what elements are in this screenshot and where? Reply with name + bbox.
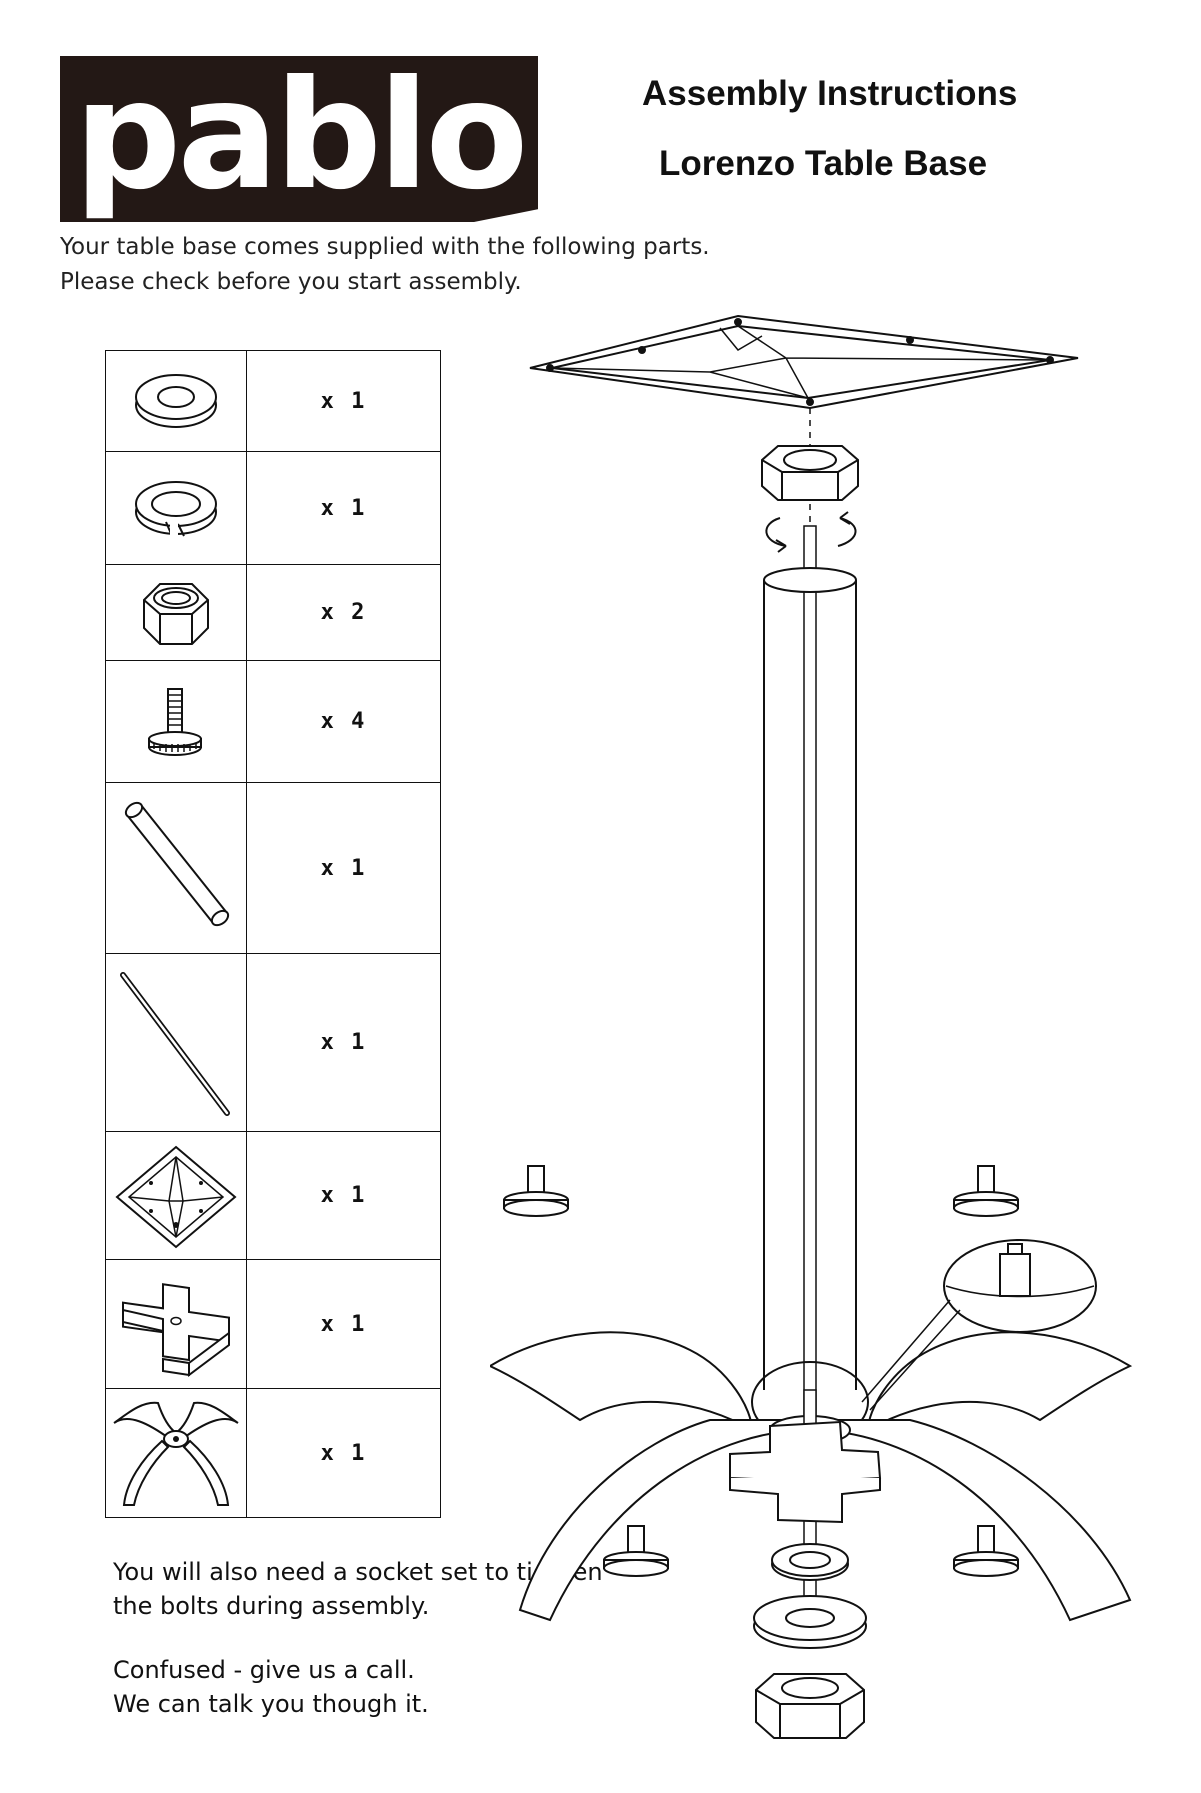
parts-row: x 4 [105, 660, 441, 783]
part-qty: x 1 [246, 953, 441, 1132]
top-plate-icon [115, 1145, 237, 1248]
brand-logo: pablo [60, 49, 539, 223]
part-image-cell [105, 451, 247, 565]
part-image-cell [105, 782, 247, 954]
intro-line-2: Please check before you start assembly. [60, 269, 522, 295]
note-line: You will also need a socket set to tight… [113, 1558, 603, 1586]
parts-row: x 2 [105, 564, 441, 661]
top-plate-drawing [529, 314, 1079, 410]
contact-note: Confused - give us a call. We can talk y… [113, 1653, 429, 1721]
parts-row: x 1 [105, 1388, 441, 1518]
exploded-assembly-diagram [490, 314, 1133, 1739]
cross-plate-icon [122, 1283, 230, 1377]
part-qty: x 1 [246, 1131, 441, 1260]
threaded-rod-icon [120, 971, 230, 1116]
top-nut-drawing [761, 445, 859, 501]
part-qty: x 1 [246, 451, 441, 565]
part-qty: x 1 [246, 1388, 441, 1518]
part-image-cell [105, 1388, 247, 1518]
parts-row: x 1 [105, 953, 441, 1132]
part-image-cell [105, 564, 247, 661]
column-tube-icon [124, 801, 230, 927]
note-line: Confused - give us a call. [113, 1656, 415, 1684]
leveling-feet-drawing [503, 1165, 1019, 1577]
intro-line-1: Your table base comes supplied with the … [60, 234, 710, 260]
parts-row: x 1 [105, 350, 441, 452]
socket-set-note: You will also need a socket set to tight… [113, 1555, 603, 1623]
page-subtitle: Lorenzo Table Base [659, 144, 988, 183]
part-image-cell [105, 350, 247, 452]
part-qty: x 1 [246, 350, 441, 452]
part-qty: x 1 [246, 1259, 441, 1389]
part-qty: x 1 [246, 782, 441, 954]
note-line: the bolts during assembly. [113, 1592, 430, 1620]
cross-plate-drawing [729, 1420, 882, 1524]
brand-logo-text: pablo [74, 49, 528, 223]
part-qty: x 2 [246, 564, 441, 661]
part-image-cell [105, 1131, 247, 1260]
parts-row: x 1 [105, 451, 441, 565]
parts-row: x 1 [105, 782, 441, 954]
base-spider-icon [113, 1401, 239, 1506]
detail-callout [861, 1239, 1097, 1411]
flat-washer-icon [135, 374, 217, 428]
part-image-cell [105, 660, 247, 783]
bottom-nut-drawing [755, 1673, 865, 1739]
parts-row: x 1 [105, 1259, 441, 1389]
part-image-cell [105, 1259, 247, 1389]
intro-text: Your table base comes supplied with the … [60, 230, 710, 300]
spring-washer-drawing [771, 1543, 849, 1581]
part-image-cell [105, 953, 247, 1132]
note-line: We can talk you though it. [113, 1690, 429, 1718]
logo-notch [469, 209, 539, 223]
flat-washer-drawing [753, 1595, 867, 1649]
leveling-foot-icon [148, 687, 202, 756]
page-title: Assembly Instructions [642, 74, 1018, 113]
part-qty: x 4 [246, 660, 441, 783]
parts-row: x 1 [105, 1131, 441, 1260]
hex-nut-icon [143, 582, 209, 645]
spring-washer-icon [135, 481, 217, 538]
parts-table: x 1 x 1 x 2 [105, 350, 441, 1518]
